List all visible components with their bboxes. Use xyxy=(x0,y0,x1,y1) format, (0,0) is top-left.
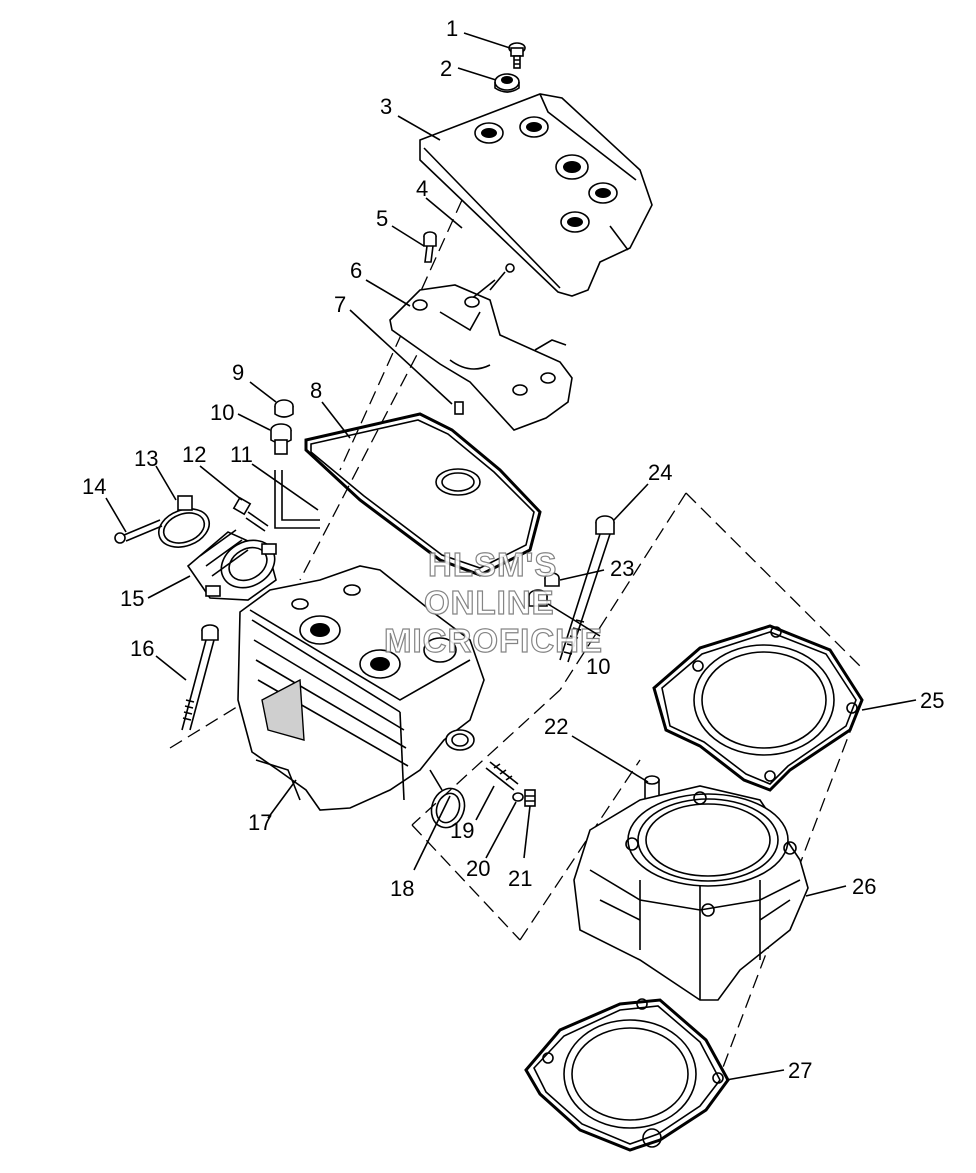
callout-10a: 10 xyxy=(210,400,234,425)
watermark: HLSM'S ONLINE MICROFICHE xyxy=(383,545,603,659)
callout-1: 1 xyxy=(446,16,458,41)
callout-5: 5 xyxy=(376,206,388,231)
callout-25: 25 xyxy=(920,688,944,713)
watermark-line-2: ONLINE xyxy=(424,584,555,621)
callout-7: 7 xyxy=(334,292,346,317)
part-head-gasket-25 xyxy=(652,624,864,792)
callout-21: 21 xyxy=(508,866,532,891)
part-screw-14 xyxy=(114,519,163,544)
part-base-gasket-27 xyxy=(524,998,730,1152)
callout-27: 27 xyxy=(788,1058,812,1083)
part-washer-20 xyxy=(512,792,524,802)
watermark-line-3: MICROFICHE xyxy=(384,622,603,659)
part-fitting-10 xyxy=(270,423,292,455)
callout-12: 12 xyxy=(182,442,206,467)
callout-23: 23 xyxy=(610,556,634,581)
part-stud-24 xyxy=(559,515,615,663)
callout-6: 6 xyxy=(350,258,362,283)
callout-24: 24 xyxy=(648,460,672,485)
callout-22: 22 xyxy=(544,714,568,739)
callout-16: 16 xyxy=(130,636,154,661)
callout-10b: 10 xyxy=(586,654,610,679)
part-valve-cover-3 xyxy=(419,93,653,297)
callout-8: 8 xyxy=(310,378,322,403)
part-cam-holder-6 xyxy=(389,271,573,431)
callout-14: 14 xyxy=(82,474,106,499)
callout-4: 4 xyxy=(416,176,428,201)
callout-2: 2 xyxy=(440,56,452,81)
part-pin-7 xyxy=(454,401,464,415)
part-intake-boot-15 xyxy=(186,529,277,601)
part-dowel-22 xyxy=(644,775,660,801)
part-bolt-5 xyxy=(423,231,437,263)
part-bolt-1 xyxy=(508,42,526,69)
callout-11: 11 xyxy=(230,442,253,467)
part-nut-23 xyxy=(544,572,560,587)
callout-9: 9 xyxy=(232,360,244,385)
callout-19: 19 xyxy=(450,818,474,843)
part-clamp-13 xyxy=(158,495,210,548)
part-cylinder-head-17 xyxy=(237,565,485,811)
part-bolt-12 xyxy=(232,496,269,532)
callout-labels: 1 2 3 4 5 6 7 8 9 10 11 12 13 14 15 16 1… xyxy=(82,16,944,1083)
part-tube-11 xyxy=(274,470,320,529)
part-gasket-8 xyxy=(304,412,542,577)
callout-18: 18 xyxy=(390,876,414,901)
part-stud-19 xyxy=(485,761,519,791)
callout-3: 3 xyxy=(380,94,392,119)
callout-17: 17 xyxy=(248,810,272,835)
part-dowel-4 xyxy=(505,263,515,273)
callout-13: 13 xyxy=(134,446,158,471)
part-bolt-16 xyxy=(181,624,219,731)
part-nut-21 xyxy=(524,789,536,807)
part-o-ring-18 xyxy=(430,787,466,829)
callout-26: 26 xyxy=(852,874,876,899)
leader-lines xyxy=(105,32,917,1081)
part-nut-9 xyxy=(274,399,294,418)
callout-15: 15 xyxy=(120,586,144,611)
watermark-line-1: HLSM'S xyxy=(428,546,557,583)
callout-20: 20 xyxy=(466,856,490,881)
part-grommet-2 xyxy=(494,73,520,93)
part-fitting-10b xyxy=(528,589,548,607)
part-cylinder-26 xyxy=(573,785,809,1001)
